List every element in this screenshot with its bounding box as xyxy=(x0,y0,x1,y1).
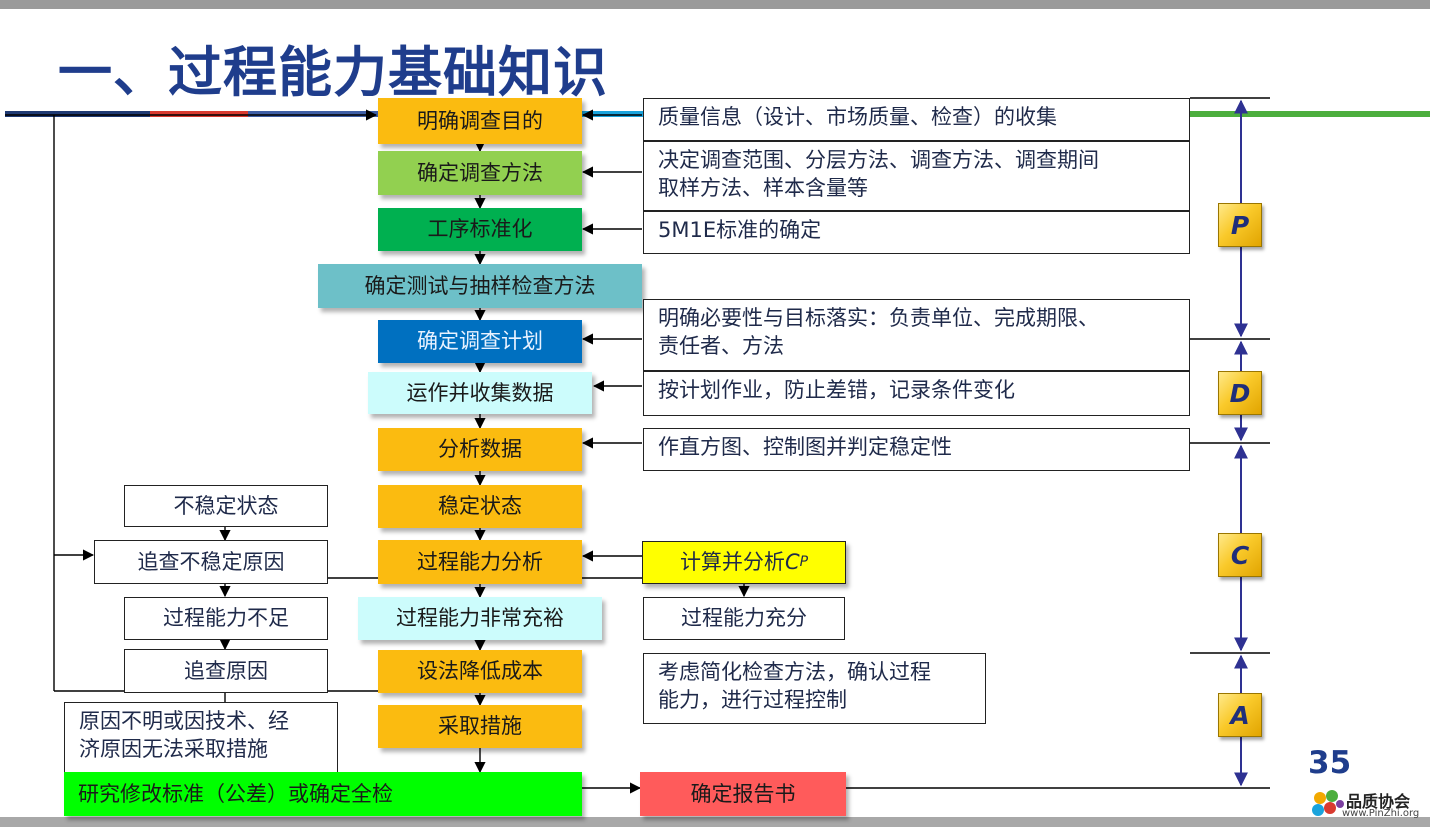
page-number: 35 xyxy=(1308,745,1352,781)
note-simplify-inspection: 考虑简化检查方法，确认过程 能力，进行过程控制 xyxy=(643,653,986,724)
pdca-act-cube: A xyxy=(1218,693,1262,737)
pinzhi-logo-icon xyxy=(1312,790,1344,816)
note-capability-insufficient: 过程能力不足 xyxy=(124,597,328,640)
note-5m1e: 5M1E标准的确定 xyxy=(643,211,1190,254)
step-test-sampling-method: 确定测试与抽样检查方法 xyxy=(318,264,642,308)
note-line: 明确必要性与目标落实：负责单位、完成期限、 xyxy=(658,306,1099,330)
note-responsibility: 明确必要性与目标落实：负责单位、完成期限、 责任者、方法 xyxy=(643,299,1190,371)
note-quality-info: 质量信息（设计、市场质量、检查）的收集 xyxy=(643,98,1190,141)
step-stable-state: 稳定状态 xyxy=(378,485,582,528)
title-stripe-navy xyxy=(5,111,150,117)
calc-cp-text: 计算并分析 xyxy=(679,550,785,575)
title-stripe-red xyxy=(150,111,248,117)
note-line: 原因不明或因技术、经 xyxy=(79,709,289,733)
bottom-border xyxy=(0,817,1430,827)
note-line: 取样方法、样本含量等 xyxy=(658,176,868,200)
step-revise-standard: 研究修改标准（公差）或确定全检 xyxy=(64,772,582,816)
note-line: 5M1E标准的确定 xyxy=(658,218,822,242)
note-line: 济原因无法采取措施 xyxy=(79,737,268,761)
step-take-action: 采取措施 xyxy=(378,705,582,748)
note-survey-scope: 决定调查范围、分层方法、调查方法、调查期间 取样方法、样本含量等 xyxy=(643,141,1190,211)
title-stripe-blue xyxy=(248,111,378,117)
title-stripe-green xyxy=(1190,111,1430,117)
step-determine-method: 确定调查方法 xyxy=(378,151,582,195)
note-cause-unknown: 原因不明或因技术、经 济原因无法采取措施 xyxy=(64,702,338,774)
step-capability-abundant: 过程能力非常充裕 xyxy=(358,597,602,640)
step-survey-plan: 确定调查计划 xyxy=(378,320,582,363)
note-line: 考虑简化检查方法，确认过程 xyxy=(658,660,931,684)
note-line: 作直方图、控制图并判定稳定性 xyxy=(658,435,952,459)
note-unstable-state: 不稳定状态 xyxy=(124,485,328,527)
step-standardize-process: 工序标准化 xyxy=(378,208,582,251)
note-line: 决定调查范围、分层方法、调查方法、调查期间 xyxy=(658,148,1099,172)
top-border xyxy=(0,0,1430,9)
calc-cp-symbol: C xyxy=(784,550,800,575)
logo-name: 品质协会 xyxy=(1346,792,1411,811)
note-line: 按计划作业，防止差错，记录条件变化 xyxy=(658,378,1015,402)
title-stripe-cyan xyxy=(582,111,644,117)
slide-title: 一、过程能力基础知识 xyxy=(58,41,608,104)
note-trace-unstable-cause: 追查不稳定原因 xyxy=(94,540,328,584)
pdca-do-cube: D xyxy=(1218,371,1262,415)
note-trace-cause: 追查原因 xyxy=(124,649,328,693)
logo-url: www.PinZhi.org xyxy=(1342,808,1420,819)
note-line: 能力，进行过程控制 xyxy=(658,688,847,712)
step-reduce-cost: 设法降低成本 xyxy=(378,650,582,693)
note-line: 责任者、方法 xyxy=(658,334,784,358)
pdca-check-cube: C xyxy=(1218,533,1262,577)
pdca-plan-cube: P xyxy=(1218,203,1262,247)
step-report: 确定报告书 xyxy=(640,772,846,816)
step-clarify-purpose: 明确调查目的 xyxy=(378,98,582,144)
note-capability-sufficient: 过程能力充分 xyxy=(643,597,845,640)
step-analyze-data: 分析数据 xyxy=(378,428,582,471)
note-line: 质量信息（设计、市场质量、检查）的收集 xyxy=(658,105,1057,129)
note-histogram-control-chart: 作直方图、控制图并判定稳定性 xyxy=(643,428,1190,471)
note-operate-by-plan: 按计划作业，防止差错，记录条件变化 xyxy=(643,371,1190,416)
step-collect-data: 运作并收集数据 xyxy=(368,372,592,414)
step-capability-analysis: 过程能力分析 xyxy=(378,540,582,584)
calc-cp-subscript: P xyxy=(799,553,809,570)
